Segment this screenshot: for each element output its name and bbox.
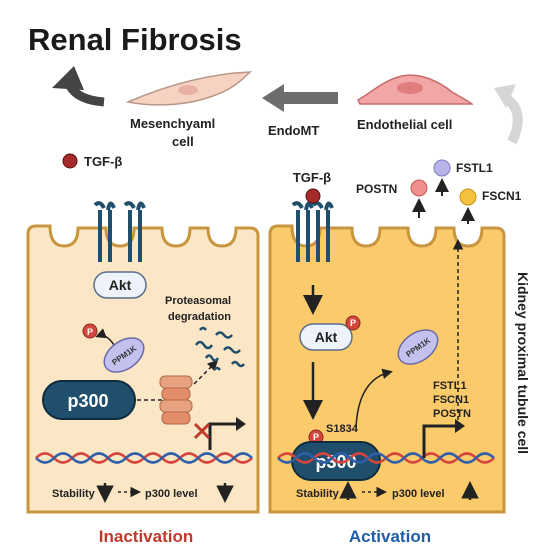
- left-dashed-to-fragments: [193, 359, 219, 385]
- endothelial-cell-shape: [357, 74, 474, 105]
- right-ppm1k-arrow: [355, 368, 393, 429]
- endothelial-label: Endothelial cell: [357, 117, 452, 132]
- cycle-arrow-head: [494, 84, 516, 108]
- right-akt-label: Akt: [315, 329, 338, 345]
- left-phospho-label: P: [87, 327, 93, 337]
- left-level-label: p300 level: [145, 488, 198, 500]
- inactivation-label: Inactivation: [99, 527, 193, 546]
- right-akt-phospho-label: P: [350, 318, 356, 328]
- activation-label: Activation: [349, 527, 431, 546]
- right-tgfb-label: TGF-β: [293, 170, 331, 185]
- figure-title: Renal Fibrosis: [28, 22, 242, 57]
- right-p300-phospho-label: P: [313, 432, 319, 442]
- left-p300-shape: [42, 380, 136, 420]
- fscn1-secreted-label: FSCN1: [482, 189, 522, 203]
- left-p300-label: p300: [67, 391, 108, 411]
- left-akt-label: Akt: [109, 277, 132, 293]
- left-akt-box: [93, 271, 147, 299]
- mesenchymal-label-1: Mesenchyaml: [130, 116, 215, 131]
- left-tgfb-label: TGF-β: [84, 154, 122, 169]
- mesenchymal-label-2: cell: [172, 134, 194, 149]
- left-dna-icon: [35, 452, 253, 464]
- right-receptor-icon: [291, 201, 334, 262]
- right-akt-box: [299, 323, 353, 351]
- gene-label-fscn1: FSCN1: [433, 394, 469, 406]
- postn-secreted-label: POSTN: [356, 182, 397, 196]
- right-transcription-arrow-head: [455, 419, 465, 433]
- right-transcription-arrow: [422, 424, 455, 458]
- right-stability-label: Stability: [296, 488, 340, 500]
- proteasome-icon: [159, 375, 193, 425]
- left-receptor-icon: [93, 201, 146, 262]
- left-cell-body: [26, 224, 260, 514]
- curved-cycle-arrow: [502, 93, 523, 145]
- endomt-arrow: [262, 84, 338, 112]
- right-level-label: p300 level: [392, 488, 445, 500]
- fscn1-dot-icon: [459, 188, 477, 206]
- right-dna-icon: [277, 452, 495, 464]
- blocked-transcription-icon: [193, 417, 246, 450]
- postn-dot-icon: [410, 179, 428, 197]
- return-arrow-head: [52, 66, 84, 90]
- right-akt-phospho-icon: [345, 315, 361, 331]
- left-ppm1k-shape: [103, 337, 145, 373]
- mesenchymal-cell-shape: [125, 71, 252, 106]
- degradation-label-2: degradation: [168, 311, 231, 323]
- endomt-label: EndoMT: [268, 123, 319, 138]
- gene-label-fstl1: FSTL1: [433, 380, 467, 392]
- right-ppm1k-shape: [397, 329, 439, 365]
- left-stability-label: Stability: [52, 488, 96, 500]
- s1834-label: S1834: [326, 423, 359, 435]
- tgfb-ligand-icon: [62, 153, 78, 169]
- kidney-side-label: Kidney proximal tubule cell: [515, 272, 531, 454]
- peptide-fragments-icon: [194, 326, 245, 371]
- degradation-label-1: Proteasomal: [165, 295, 231, 307]
- fstl1-dot-icon: [433, 159, 451, 177]
- fstl1-secreted-label: FSTL1: [456, 161, 493, 175]
- gene-label-postn: POSTN: [433, 408, 471, 420]
- right-tgfb-ligand-icon: [305, 188, 321, 204]
